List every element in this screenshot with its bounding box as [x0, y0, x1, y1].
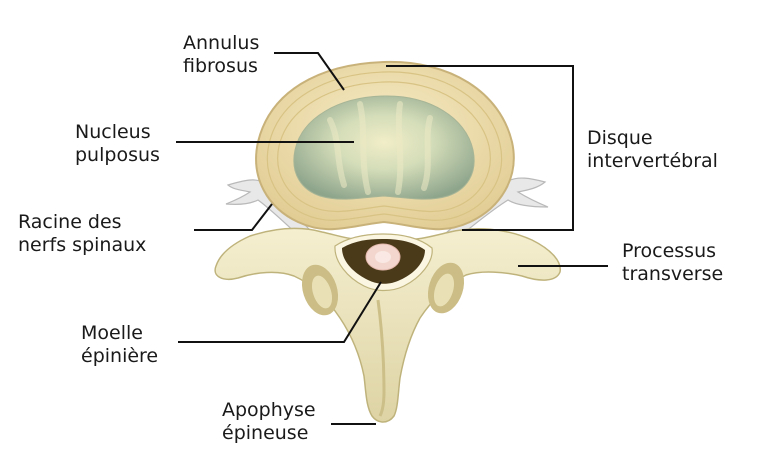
- label-processus-line-1: Processus: [622, 240, 717, 262]
- facet-right-inner: [433, 273, 455, 307]
- label-moelle-epiniere: Moelle épinière: [81, 322, 158, 368]
- intervertebral-disc: [255, 60, 515, 231]
- label-moelle-line-1: Moelle: [81, 322, 143, 344]
- label-racine-line-1: Racine des: [18, 211, 122, 233]
- label-annulus-line-2: fibrosus: [183, 55, 258, 77]
- label-annulus-line-1: Annulus: [183, 32, 260, 54]
- label-racine-line-2: nerfs spinaux: [18, 234, 147, 256]
- label-apophyse-epineuse: Apophyse épineuse: [222, 399, 316, 445]
- label-disque-line-2: intervertébral: [587, 150, 718, 172]
- label-annulus-fibrosus: Annulus fibrosus: [183, 32, 259, 78]
- label-apophyse-line-2: épineuse: [222, 422, 309, 444]
- leader-racine: [194, 203, 273, 231]
- annulus-ring-2: [277, 81, 491, 213]
- label-nucleus-line-2: pulposus: [75, 144, 160, 166]
- nucleus-texture: [327, 101, 433, 195]
- arch-bone: [214, 227, 561, 423]
- annulus-ring-1: [266, 71, 503, 221]
- leader-lines: [176, 52, 608, 425]
- facet-left-inner: [311, 275, 333, 309]
- label-moelle-line-2: épinière: [81, 345, 159, 367]
- label-disque-intervertebral: Disque intervertébral: [587, 127, 718, 173]
- spinous-ridge: [376, 299, 386, 417]
- label-nucleus-pulposus: Nucleus pulposus: [75, 121, 160, 167]
- label-disque-line-1: Disque: [587, 127, 653, 149]
- leader-disque: [386, 65, 574, 231]
- spinal-canal: [334, 233, 433, 292]
- label-nucleus-line-1: Nucleus: [75, 121, 151, 143]
- vertebral-arch: [214, 227, 561, 423]
- leader-moelle: [178, 281, 382, 343]
- label-apophyse-line-1: Apophyse: [222, 399, 316, 421]
- leader-annulus: [274, 52, 345, 91]
- spinal-cord-core: [375, 251, 391, 263]
- label-racine-nerfs: Racine des nerfs spinaux: [18, 211, 146, 257]
- label-processus-transverse: Processus transverse: [622, 240, 723, 286]
- label-processus-line-2: transverse: [622, 263, 724, 285]
